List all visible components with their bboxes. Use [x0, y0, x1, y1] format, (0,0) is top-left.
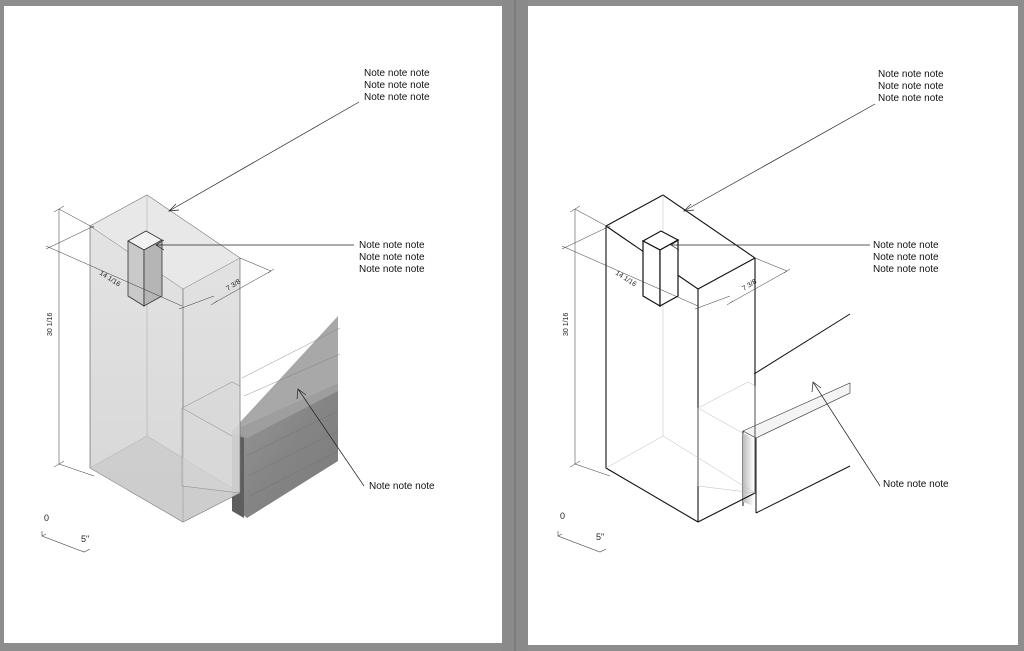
note-mid-line-1: Note note note	[359, 240, 425, 251]
dim-height-label: 30 1/16	[563, 313, 570, 336]
post	[127, 230, 163, 307]
dim-height-label: 30 1/16	[47, 313, 54, 336]
scale-zero-label: 0	[44, 513, 49, 523]
wood-panel	[232, 316, 341, 518]
note-top-line-1: Note note note	[364, 68, 430, 79]
note-top-line-2: Note note note	[878, 81, 944, 92]
shaded-drawing: 14 1/16 7 3/8 30 1/16 Note note note Not…	[41, 68, 435, 553]
note-top-line-3: Note note note	[364, 92, 430, 103]
scale-bar	[41, 531, 91, 553]
ledge	[742, 313, 851, 514]
dimension-lines-right	[561, 205, 791, 477]
dim-depth-label: 7 3/8	[741, 278, 758, 292]
note-top-line-3: Note note note	[878, 93, 944, 104]
leader-lines-right	[670, 103, 881, 487]
note-mid-line-3: Note note note	[359, 264, 425, 275]
sheet-shaded: 14 1/16 7 3/8 30 1/16 Note note note Not…	[4, 6, 502, 643]
post-outline	[641, 230, 680, 308]
hidden-lines	[605, 195, 756, 494]
note-bottom: Note note note	[369, 481, 435, 492]
page-gutter	[502, 0, 528, 651]
dim-width-label: 14 1/16	[614, 270, 637, 289]
leader-lines	[155, 101, 365, 487]
column-box	[89, 194, 241, 523]
scale-five-label: 5"	[81, 534, 89, 544]
note-top-line-2: Note note note	[364, 80, 430, 91]
scale-five-label: 5"	[596, 532, 604, 542]
note-mid-line-2: Note note note	[359, 252, 425, 263]
scale-zero-label: 0	[560, 511, 565, 521]
dimension-lines	[45, 205, 275, 477]
note-mid-line-1: Note note note	[873, 240, 939, 251]
sheet-line: 14 1/16 7 3/8 30 1/16 Note note note Not…	[528, 6, 1018, 645]
note-mid-line-2: Note note note	[873, 252, 939, 263]
note-top-line-1: Note note note	[878, 69, 944, 80]
line-drawing: 14 1/16 7 3/8 30 1/16 Note note note Not…	[557, 69, 949, 553]
column-box-outline	[605, 194, 756, 523]
note-bottom: Note note note	[883, 479, 949, 490]
scale-bar-right	[557, 531, 607, 553]
note-mid-line-3: Note note note	[873, 264, 939, 275]
